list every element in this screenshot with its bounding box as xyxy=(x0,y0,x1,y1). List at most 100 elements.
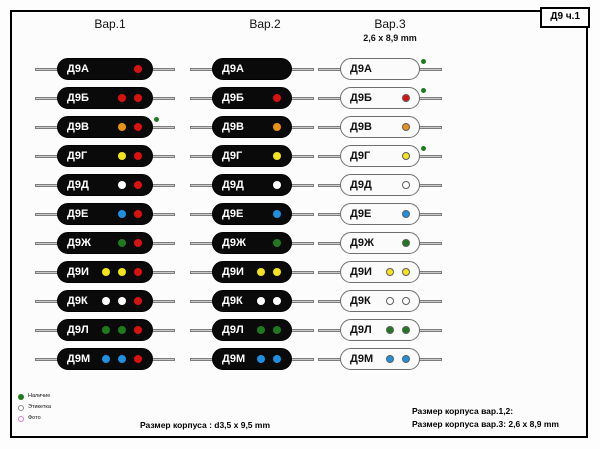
diode-Д9И-var3[interactable]: Д9И xyxy=(318,261,442,283)
diode-label: Д9Д xyxy=(350,179,372,191)
column-heading-1: Вар.1 xyxy=(60,17,160,32)
lead-right xyxy=(151,97,175,100)
diode-Д9В-var1[interactable]: Д9В xyxy=(35,116,175,138)
colour-band-green xyxy=(273,326,281,334)
lead-right xyxy=(151,300,175,303)
diode-Д9М-var2[interactable]: Д9М xyxy=(190,348,314,370)
diode-label: Д9Г xyxy=(222,150,243,162)
lead-left xyxy=(35,213,59,216)
diode-label: Д9Ж xyxy=(222,237,246,249)
lead-right xyxy=(290,300,314,303)
diode-Д9Ж-var2[interactable]: Д9Ж xyxy=(190,232,314,254)
diode-Д9Е-var3[interactable]: Д9Е xyxy=(318,203,442,225)
diode-label: Д9И xyxy=(222,266,244,278)
colour-band-orange xyxy=(402,123,410,131)
colour-band-white xyxy=(386,297,394,305)
diode-Д9И-var1[interactable]: Д9И xyxy=(35,261,175,283)
colour-band-green xyxy=(386,326,394,334)
diode-body: Д9Л xyxy=(212,319,292,341)
colour-band-red xyxy=(134,326,142,334)
lead-left xyxy=(318,68,342,71)
lead-left xyxy=(35,300,59,303)
colour-band-red xyxy=(134,94,142,102)
diode-Д9Д-var3[interactable]: Д9Д xyxy=(318,174,442,196)
colour-band-white xyxy=(102,297,110,305)
diode-Д9А-var3[interactable]: Д9А xyxy=(318,58,442,80)
diode-body: Д9А xyxy=(57,58,153,80)
diode-Д9Д-var1[interactable]: Д9Д xyxy=(35,174,175,196)
diode-Д9А-var2[interactable]: Д9А xyxy=(190,58,314,80)
diode-Д9Б-var3[interactable]: Д9Б xyxy=(318,87,442,109)
lead-left xyxy=(190,329,214,332)
diode-Д9Е-var2[interactable]: Д9Е xyxy=(190,203,314,225)
diode-Д9Л-var2[interactable]: Д9Л xyxy=(190,319,314,341)
legend-dot-icon xyxy=(18,415,24,422)
diode-Д9М-var1[interactable]: Д9М xyxy=(35,348,175,370)
diode-label: Д9Л xyxy=(350,324,372,336)
diode-label: Д9Л xyxy=(222,324,244,336)
diode-body: Д9Е xyxy=(57,203,153,225)
lead-right xyxy=(290,242,314,245)
diode-body: Д9В xyxy=(57,116,153,138)
diode-Д9М-var3[interactable]: Д9М xyxy=(318,348,442,370)
diode-body: Д9Ж xyxy=(212,232,292,254)
lead-left xyxy=(318,155,342,158)
footer-case-size-var12: Размер корпуса : d3,5 x 9,5 mm xyxy=(140,420,271,430)
colour-band-green xyxy=(273,239,281,247)
lead-right xyxy=(151,242,175,245)
colour-band-red xyxy=(134,181,142,189)
lead-right xyxy=(418,242,442,245)
legend-item: Этикетка xyxy=(18,403,51,412)
diode-label: Д9М xyxy=(67,353,91,365)
diode-Д9Б-var1[interactable]: Д9Б xyxy=(35,87,175,109)
diode-Д9Г-var1[interactable]: Д9Г xyxy=(35,145,175,167)
lead-left xyxy=(35,155,59,158)
lead-left xyxy=(35,97,59,100)
diode-label: Д9Г xyxy=(67,150,88,162)
diode-body: Д9Ж xyxy=(57,232,153,254)
diode-Д9В-var3[interactable]: Д9В xyxy=(318,116,442,138)
diode-Д9Ж-var3[interactable]: Д9Ж xyxy=(318,232,442,254)
colour-band-green xyxy=(102,326,110,334)
column-heading-subtitle: 2,6 x 8,9 mm xyxy=(363,32,417,43)
diode-label: Д9Б xyxy=(350,92,372,104)
diode-label: Д9К xyxy=(222,295,243,307)
colour-band-red xyxy=(134,268,142,276)
diode-Д9К-var3[interactable]: Д9К xyxy=(318,290,442,312)
lead-left xyxy=(318,184,342,187)
diode-Д9Л-var1[interactable]: Д9Л xyxy=(35,319,175,341)
footer-case-size-line2: Размер корпуса вар.3: 2,6 x 8,9 mm xyxy=(412,418,559,429)
lead-left xyxy=(190,300,214,303)
diode-body: Д9Г xyxy=(340,145,420,167)
diode-body: Д9В xyxy=(340,116,420,138)
diode-Д9Г-var2[interactable]: Д9Г xyxy=(190,145,314,167)
lead-left xyxy=(190,97,214,100)
diode-Д9К-var1[interactable]: Д9К xyxy=(35,290,175,312)
colour-band-green xyxy=(257,326,265,334)
diode-Д9В-var2[interactable]: Д9В xyxy=(190,116,314,138)
diode-body: Д9К xyxy=(212,290,292,312)
diode-Д9Л-var3[interactable]: Д9Л xyxy=(318,319,442,341)
lead-right xyxy=(418,68,442,71)
diode-label: Д9В xyxy=(350,121,372,133)
diode-Д9Г-var3[interactable]: Д9Г xyxy=(318,145,442,167)
diode-Д9И-var2[interactable]: Д9И xyxy=(190,261,314,283)
colour-band-red xyxy=(134,123,142,131)
diode-Д9А-var1[interactable]: Д9А xyxy=(35,58,175,80)
diode-Д9Ж-var1[interactable]: Д9Ж xyxy=(35,232,175,254)
lead-left xyxy=(35,329,59,332)
diode-Д9Е-var1[interactable]: Д9Е xyxy=(35,203,175,225)
diode-Д9Д-var2[interactable]: Д9Д xyxy=(190,174,314,196)
colour-band-red xyxy=(134,297,142,305)
diode-label: Д9А xyxy=(67,63,89,75)
column-heading-title: Вар.3 xyxy=(374,17,406,31)
colour-band-blue xyxy=(102,355,110,363)
colour-band-blue xyxy=(273,355,281,363)
diode-label: Д9Л xyxy=(67,324,89,336)
colour-band-white xyxy=(118,181,126,189)
colour-band-yellow xyxy=(257,268,265,276)
lead-right xyxy=(290,213,314,216)
diode-Д9К-var2[interactable]: Д9К xyxy=(190,290,314,312)
colour-band-green xyxy=(118,239,126,247)
diode-Д9Б-var2[interactable]: Д9Б xyxy=(190,87,314,109)
